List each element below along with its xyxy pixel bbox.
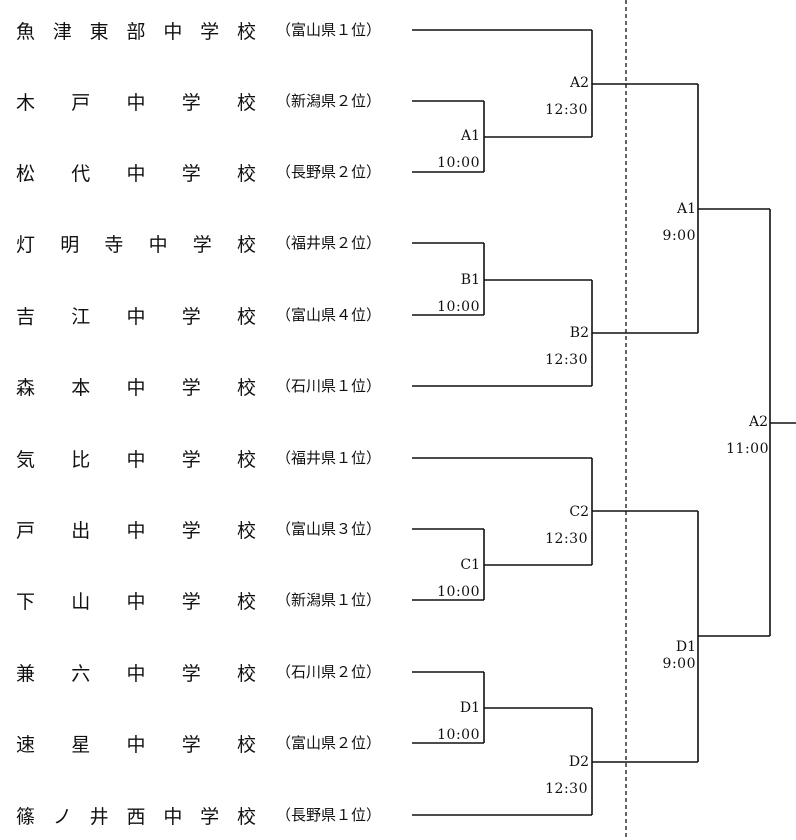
team-name: 兼六中学校 [16,662,256,685]
match-time-final-a2: 11:00 [726,441,769,457]
team-row: 魚津東部中学校 （富山県１位） [0,16,410,44]
match-time-r1-b1: 10:00 [437,299,480,315]
team-name: 灯明寺中学校 [16,233,256,256]
team-prefecture-rank: （富山県２位） [276,734,382,752]
match-label-r1-a1: A1 [460,128,480,144]
team-row: 戸出中学校 （富山県３位） [0,515,410,543]
match-label-r2-a2: A2 [569,75,589,91]
match-label-r2-c2: C2 [569,504,589,520]
team-row: 松代中学校 （長野県２位） [0,158,410,186]
team-row: 吉江中学校 （富山県４位） [0,301,410,329]
team-name: 木戸中学校 [16,91,256,114]
match-time-sf-d1: 9:00 [662,656,696,672]
team-name: 森本中学校 [16,376,256,399]
match-label-r2-b2: B2 [569,325,589,341]
team-prefecture-rank: （石川県１位） [276,377,382,395]
match-time-r2-d2: 12:30 [545,781,588,797]
team-prefecture-rank: （福井県２位） [276,234,382,252]
team-name: 速星中学校 [16,733,256,756]
team-prefecture-rank: （富山県１位） [276,21,382,39]
team-prefecture-rank: （福井県１位） [276,449,382,467]
team-row: 兼六中学校 （石川県２位） [0,658,410,686]
match-label-sf-a1: A1 [676,201,696,217]
team-prefecture-rank: （長野県２位） [276,163,382,181]
team-name: 気比中学校 [16,448,256,471]
team-name: 戸出中学校 [16,519,256,542]
team-name: 魚津東部中学校 [16,20,256,43]
match-time-r2-a2: 12:30 [545,102,588,118]
match-label-sf-d1: D1 [675,639,696,655]
bracket-lines [412,0,796,840]
team-row: 森本中学校 （石川県１位） [0,372,410,400]
match-time-r1-a1: 10:00 [437,155,480,171]
match-time-r2-c2: 12:30 [545,531,588,547]
team-prefecture-rank: （富山県３位） [276,520,382,538]
match-label-r1-d1: D1 [459,700,480,716]
team-prefecture-rank: （長野県１位） [276,806,382,824]
team-row: 気比中学校 （福井県１位） [0,444,410,472]
team-name: 松代中学校 [16,162,256,185]
team-row: 下山中学校 （新潟県１位） [0,586,410,614]
team-name: 吉江中学校 [16,305,256,328]
team-prefecture-rank: （富山県４位） [276,306,382,324]
match-time-sf-a1: 9:00 [662,228,696,244]
team-row: 木戸中学校 （新潟県２位） [0,87,410,115]
team-row: 灯明寺中学校 （福井県２位） [0,229,410,257]
match-label-r2-d2: D2 [568,754,589,770]
team-prefecture-rank: （新潟県２位） [276,92,382,110]
team-row: 篠ノ井西中学校 （長野県１位） [0,801,410,829]
match-label-r1-b1: B1 [460,272,480,288]
match-label-final-a2: A2 [748,414,768,430]
team-prefecture-rank: （新潟県１位） [276,591,382,609]
team-name: 篠ノ井西中学校 [16,805,256,828]
team-name: 下山中学校 [16,590,256,613]
match-time-r2-b2: 12:30 [545,352,588,368]
team-row: 速星中学校 （富山県２位） [0,729,410,757]
match-time-r1-d1: 10:00 [437,727,480,743]
match-label-r1-c1: C1 [460,557,480,573]
team-prefecture-rank: （石川県２位） [276,663,382,681]
match-time-r1-c1: 10:00 [437,584,480,600]
